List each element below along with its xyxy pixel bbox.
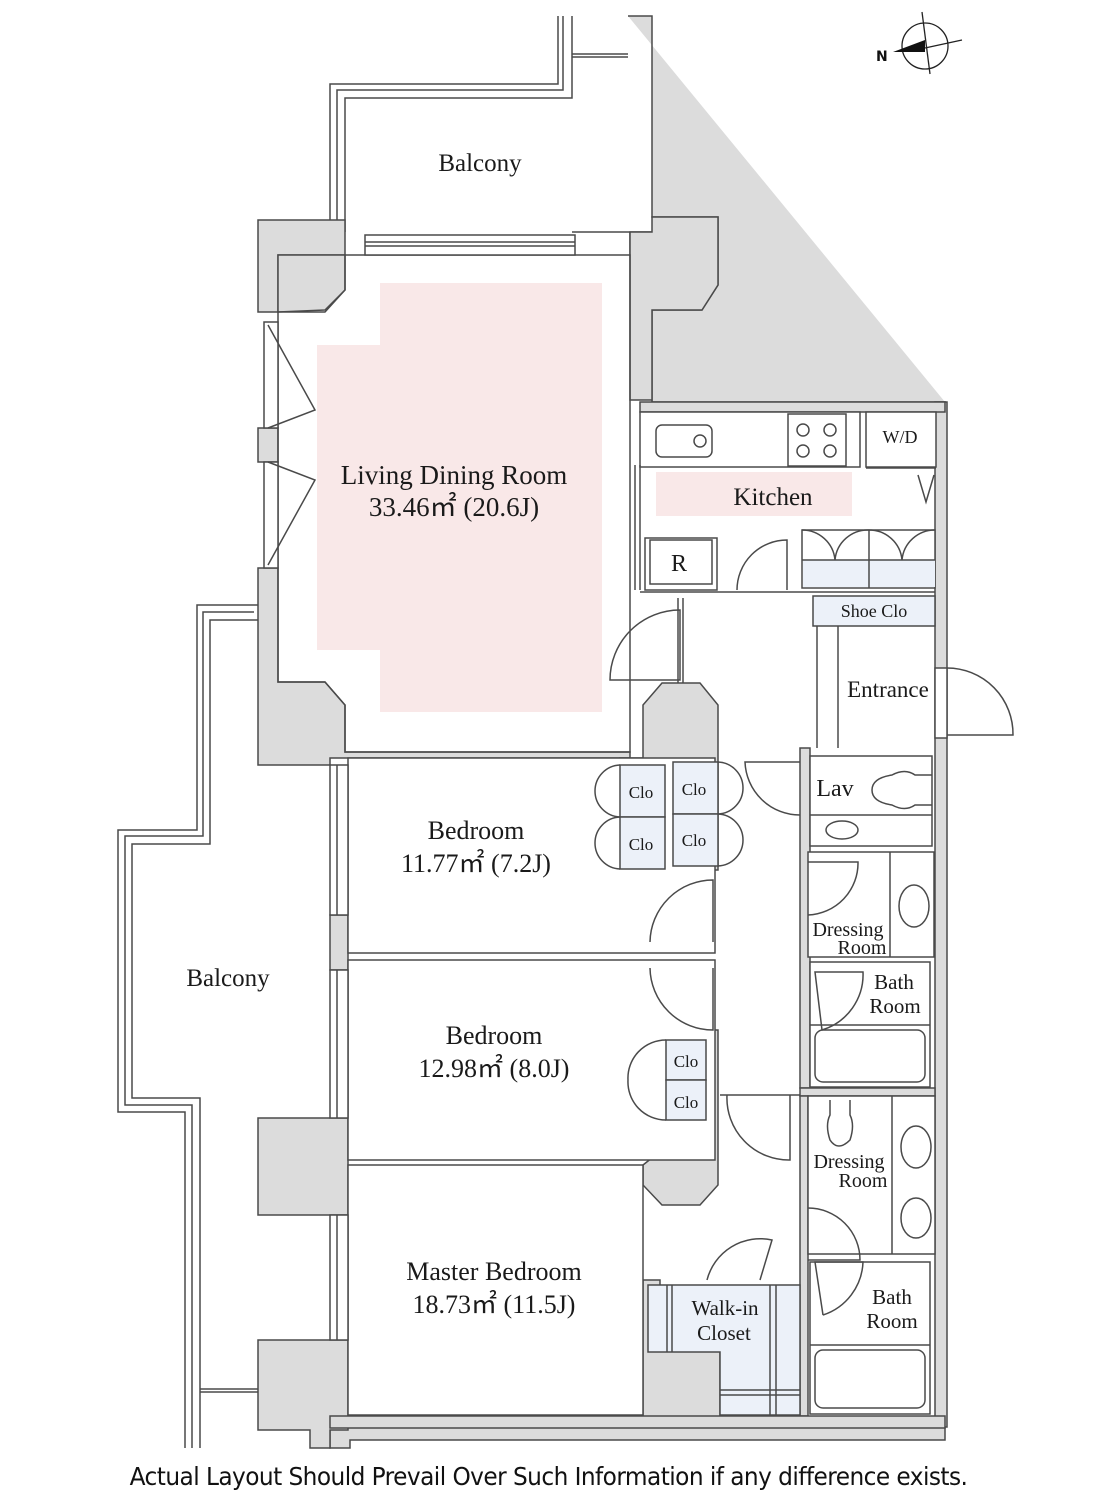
kitchen-area	[634, 411, 937, 593]
bedroom1-label: Bedroom	[428, 816, 525, 845]
dressing-room2-label-1: Dressing	[813, 1151, 884, 1173]
left-balcony-railing	[117, 604, 258, 1448]
closet-label: Clo	[674, 1093, 699, 1112]
bath-room2-label-2: Room	[866, 1309, 917, 1333]
closet-label: Clo	[629, 783, 654, 802]
dressing-room1-label-1: Dressing	[812, 919, 883, 941]
bedroom2-label: Bedroom	[446, 1021, 543, 1050]
dressing-room1-label-2: Room	[838, 937, 887, 959]
refrigerator-label: R	[671, 551, 687, 577]
bath-room1-label-1: Bath	[874, 970, 914, 994]
shoe-closet-label: Shoe Clo	[841, 601, 908, 621]
closet-label: Clo	[682, 780, 707, 799]
entrance-label: Entrance	[847, 677, 929, 702]
closet-label: Clo	[629, 835, 654, 854]
living-room-label: Living Dining Room	[341, 460, 568, 490]
master-bedroom-label: Master Bedroom	[406, 1257, 581, 1286]
walk-in-closet-label-1: Walk-in	[691, 1296, 759, 1320]
bath-room1-label-2: Room	[869, 994, 920, 1018]
kitchen-label: Kitchen	[733, 484, 813, 511]
closet-label: Clo	[682, 831, 707, 850]
lavatory-label: Lav	[816, 776, 853, 802]
floor-plan: N Balcony Balcony Living Dining Room 33.…	[117, 11, 1014, 1449]
living-room-area: 33.46㎡ (20.6J)	[369, 492, 539, 522]
closet-label: Clo	[674, 1052, 699, 1071]
top-balcony-railing	[329, 16, 628, 232]
walk-in-closet-label-2: Closet	[697, 1321, 751, 1345]
bedroom2-area: 12.98㎡ (8.0J)	[419, 1054, 570, 1083]
living-dining-highlight	[317, 283, 602, 712]
bath-room2-label-1: Bath	[872, 1285, 912, 1309]
balcony-left-label: Balcony	[186, 965, 270, 992]
master-bedroom-area: 18.73㎡ (11.5J)	[413, 1290, 576, 1319]
disclaimer-text: Actual Layout Should Prevail Over Such I…	[129, 1462, 968, 1491]
balcony-top-label: Balcony	[438, 150, 522, 177]
north-arrow-icon: N	[876, 11, 963, 75]
dressing-room2-label-2: Room	[839, 1170, 888, 1192]
washer-dryer-label: W/D	[883, 427, 918, 447]
north-label: N	[876, 49, 888, 65]
bedroom1-area: 11.77㎡ (7.2J)	[401, 849, 551, 878]
